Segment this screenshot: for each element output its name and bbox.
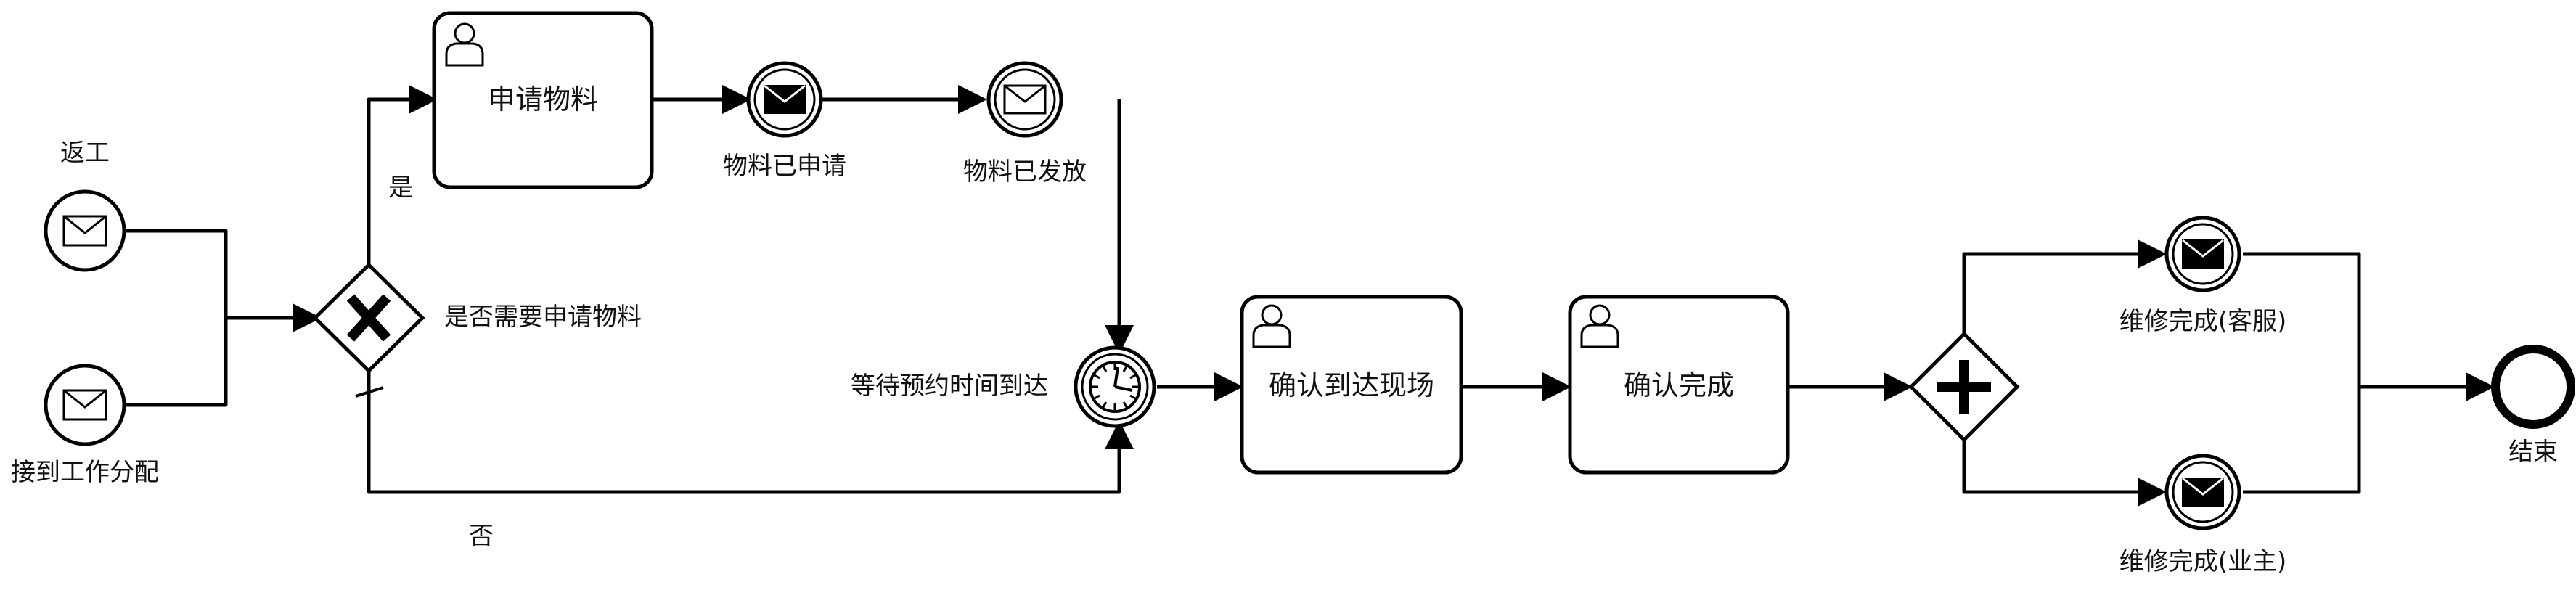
x-mark-icon: [346, 294, 391, 342]
start-event-assign[interactable]: [44, 364, 126, 446]
default-flow-marker: [355, 386, 384, 398]
label-msg-material-issued: 物料已发放: [963, 157, 1087, 187]
user-icon: [445, 22, 484, 67]
event-material-issued[interactable]: [986, 61, 1063, 138]
label-timer-wait: 等待预约时间到达: [851, 372, 1048, 401]
label-flow-yes: 是: [388, 173, 413, 202]
user-icon: [1252, 304, 1291, 348]
event-repair-done-owner[interactable]: [2164, 454, 2241, 530]
label-flow-no: 否: [469, 522, 494, 551]
envelope-icon: [2182, 477, 2224, 507]
flow-start-assign-to-join: [126, 318, 228, 407]
task-confirm-done[interactable]: [1568, 295, 1790, 475]
flow-parallel-to-service: [1962, 239, 2167, 334]
envelope-icon: [2182, 239, 2224, 269]
clock-icon: [1089, 361, 1141, 413]
label-msg-material-requested: 物料已申请: [723, 152, 846, 181]
end-event[interactable]: [2491, 345, 2575, 429]
envelope-icon: [62, 215, 107, 247]
event-repair-done-service[interactable]: [2164, 216, 2241, 292]
gateway-parallel[interactable]: [1908, 331, 2020, 443]
user-icon: [1580, 304, 1619, 348]
flow-service-to-end: [2243, 252, 2361, 387]
flow-gateway-yes[interactable]: [367, 85, 438, 265]
label-gateway-need-material: 是否需要申请物料: [444, 303, 642, 332]
label-repair-done-service: 维修完成(客服): [2119, 307, 2287, 336]
task-request-material[interactable]: [432, 11, 654, 189]
label-repair-done-owner: 维修完成(业主): [2119, 547, 2287, 576]
label-task-request-material: 申请物料: [488, 83, 598, 115]
gateway-need-material[interactable]: [312, 262, 425, 374]
label-end: 结束: [2508, 438, 2558, 467]
flow-gateway-no[interactable]: [367, 371, 1134, 494]
flow-owner-to-end: [2243, 387, 2361, 494]
label-start-assign: 接到工作分配: [11, 458, 159, 487]
label-task-confirm-arrival: 确认到达现场: [1269, 369, 1434, 401]
envelope-icon: [764, 84, 806, 114]
flow-start-rework-to-join: [126, 229, 228, 318]
timer-event-wait[interactable]: [1074, 345, 1156, 428]
label-start-rework: 返工: [60, 139, 110, 168]
envelope-icon: [62, 389, 107, 421]
envelope-icon: [1003, 84, 1047, 115]
label-task-confirm-done: 确认完成: [1624, 369, 1734, 401]
event-material-requested[interactable]: [746, 61, 823, 138]
start-event-rework[interactable]: [44, 189, 126, 272]
flow-parallel-to-owner: [1962, 440, 2167, 507]
task-confirm-arrival[interactable]: [1240, 295, 1463, 475]
plus-icon: [1937, 360, 1991, 414]
